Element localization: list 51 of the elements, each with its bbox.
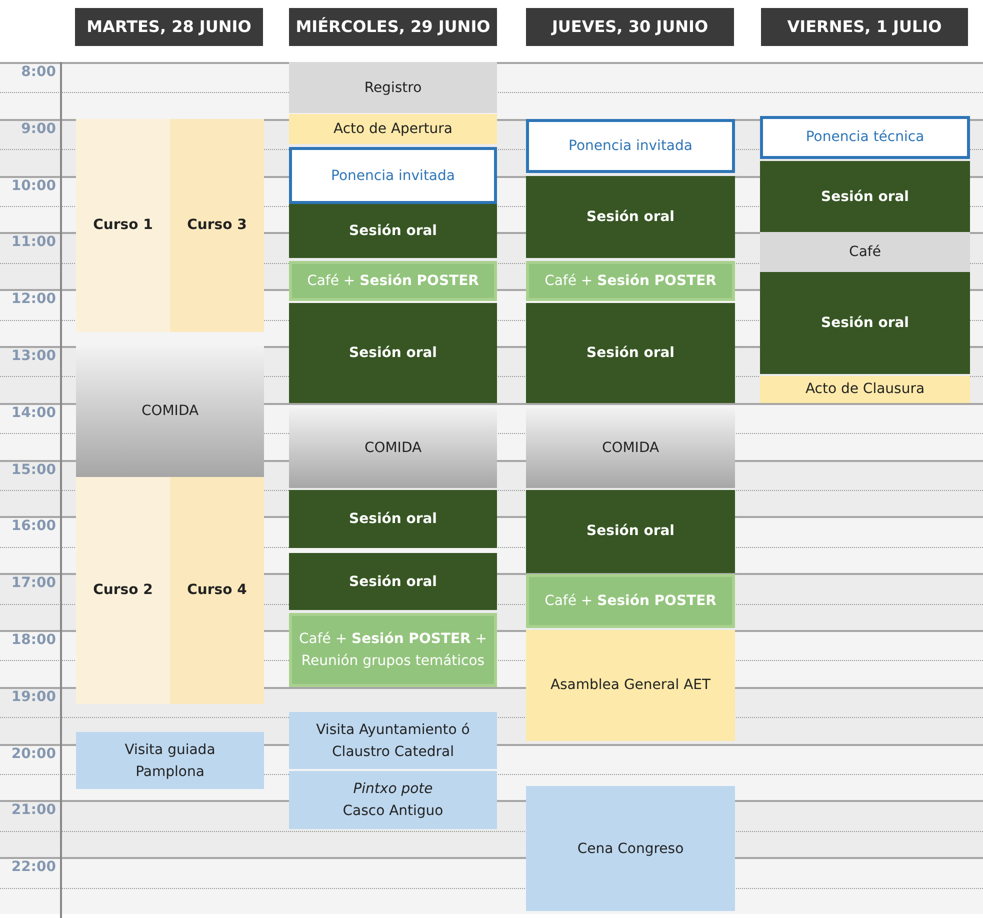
course-block: Curso 1	[76, 118, 170, 332]
time-label: 13:00	[10, 348, 56, 364]
oral-session-block: Sesión oral	[289, 553, 497, 610]
time-label: 15:00	[10, 462, 56, 478]
course-block: Curso 4	[170, 476, 264, 704]
activity-block: Cena Congreso	[526, 786, 735, 912]
time-label: 17:00	[10, 575, 56, 592]
time-label: 16:00	[10, 518, 56, 534]
time-label: 12:00	[10, 291, 56, 308]
oral-session-block: Sesión oral	[526, 176, 735, 258]
time-label: 18:00	[10, 632, 56, 648]
lunch-block: COMIDA	[526, 408, 735, 488]
time-label: 22:00	[10, 859, 56, 876]
oral-session-block: Sesión oral	[760, 161, 970, 232]
poster-session-block: Café + Sesión POSTER	[526, 260, 735, 301]
activity-block: Visita guiada Pamplona	[76, 732, 264, 790]
day-header: JUEVES, 30 JUNIO	[526, 8, 734, 46]
event-block: Asamblea General AET	[526, 630, 735, 741]
time-label: 21:00	[10, 802, 56, 818]
activity-block: Pintxo pote Casco Antiguo	[289, 770, 497, 829]
course-block: Curso 2	[76, 476, 170, 704]
time-label: 14:00	[10, 404, 56, 421]
day-header: MARTES, 28 JUNIO	[75, 8, 263, 46]
time-label: 8:00	[20, 64, 56, 80]
event-block: Acto de Clausura	[760, 376, 970, 403]
day-header: VIERNES, 1 JULIO	[761, 8, 968, 46]
oral-session-block: Sesión oral	[526, 303, 735, 403]
poster-session-block: Café + Sesión POSTER	[526, 574, 735, 628]
time-label: 20:00	[10, 746, 56, 762]
oral-session-block: Sesión oral	[526, 490, 735, 574]
break-block: Café	[760, 232, 970, 272]
activity-block: Visita Ayuntamiento ó Claustro Catedral	[289, 712, 497, 770]
lunch-block: COMIDA	[76, 346, 264, 477]
oral-session-block: Sesión oral	[760, 272, 970, 374]
poster-session-block: Café + Sesión POSTER	[289, 260, 497, 301]
time-label: 19:00	[10, 688, 56, 705]
day-header: MIÉRCOLES, 29 JUNIO	[289, 8, 497, 46]
time-label: 11:00	[10, 234, 56, 250]
oral-session-block: Sesión oral	[289, 490, 497, 548]
talk-block: Ponencia invitada	[289, 147, 497, 204]
oral-session-block: Sesión oral	[289, 303, 497, 403]
break-block: Registro	[289, 62, 497, 114]
talk-block: Ponencia invitada	[526, 118, 735, 173]
lunch-block: COMIDA	[289, 408, 497, 488]
talk-block: Ponencia técnica	[760, 116, 970, 159]
poster-session-block: Café + Sesión POSTER + Reunión grupos temáticos	[289, 612, 497, 687]
time-label: 9:00	[20, 120, 56, 137]
oral-session-block: Sesión oral	[289, 204, 497, 258]
event-block: Acto de Apertura	[289, 114, 497, 144]
course-block: Curso 3	[170, 118, 264, 332]
time-label: 10:00	[10, 178, 56, 194]
